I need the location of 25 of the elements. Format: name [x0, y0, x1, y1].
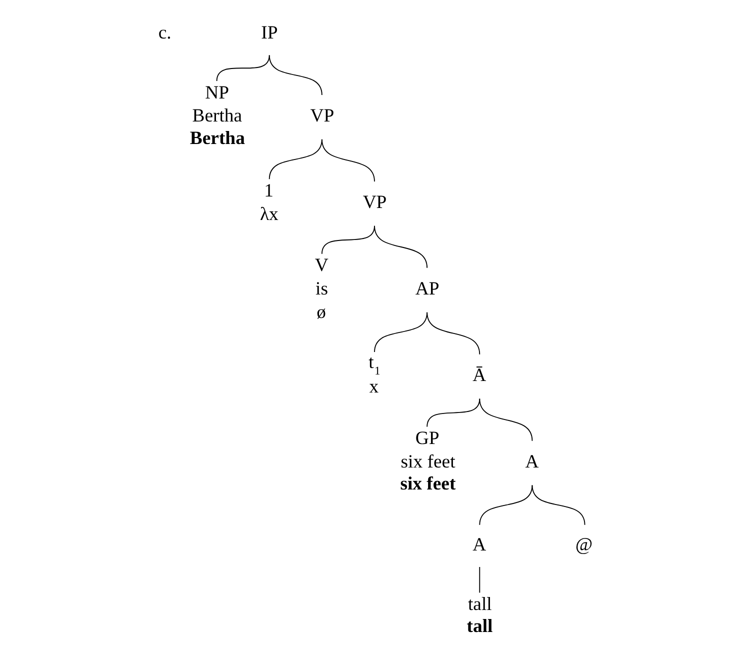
connector — [479, 398, 533, 442]
node-text: @ — [575, 534, 593, 556]
connector — [321, 138, 375, 182]
node-text: t$_{1}$ x — [368, 352, 380, 398]
node-text: GP six feet six feet — [400, 428, 456, 495]
node-text: NP Bertha Bertha — [190, 82, 245, 149]
connector — [426, 398, 480, 428]
connector — [374, 225, 428, 268]
node-text: A — [472, 534, 486, 556]
connector — [532, 484, 586, 526]
connector — [216, 54, 270, 82]
node-text: VP — [310, 106, 334, 127]
node-text: Ā — [472, 365, 486, 386]
label: c. — [158, 22, 172, 44]
connector — [479, 566, 480, 594]
node-text: AP — [415, 278, 440, 300]
connector — [268, 54, 322, 96]
node-text: V is ø — [314, 255, 328, 323]
node-text: 1 λx — [260, 180, 278, 225]
node-text: A — [525, 451, 539, 472]
node-text: IP — [261, 22, 278, 44]
connector — [426, 312, 480, 355]
connector — [479, 484, 533, 526]
node-text: tall tall — [466, 594, 493, 638]
node-text: VP — [362, 192, 387, 214]
